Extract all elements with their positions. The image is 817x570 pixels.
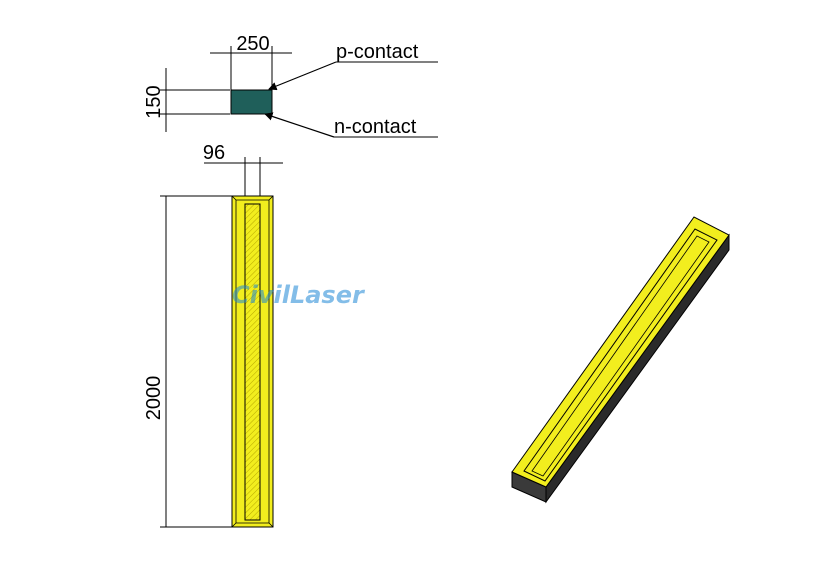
chip-corner-line-bl: [231, 522, 237, 528]
chip-cross-section: [230, 89, 273, 115]
watermark-logo: CivilLaser: [232, 281, 366, 309]
n-contact-leader: [264, 112, 335, 138]
length-dimension-label: 2000: [143, 376, 165, 421]
chip-corner-line-tl: [231, 195, 237, 201]
ridge-dimension-label: 96: [203, 142, 225, 164]
p-contact-label: p-contact: [336, 41, 419, 63]
chip-corner-line-br: [268, 522, 274, 528]
isometric-view: [511, 216, 730, 504]
p-contact-leader: [268, 61, 337, 91]
iso-side-face: [545, 233, 730, 504]
height-dimension-label: 150: [143, 85, 165, 118]
top-view: 96 2000: [143, 142, 283, 528]
n-contact-label: n-contact: [334, 116, 417, 138]
ridge-stripe: [244, 203, 261, 521]
iso-top-face: [511, 216, 730, 488]
iso-contact-outline: [523, 228, 718, 482]
iso-ridge-outline: [531, 235, 710, 477]
cross-section-view: 250 150 p-contact n-contact: [143, 33, 438, 138]
width-dimension-label: 250: [236, 33, 269, 55]
chip-corner-line-tr: [268, 195, 274, 201]
